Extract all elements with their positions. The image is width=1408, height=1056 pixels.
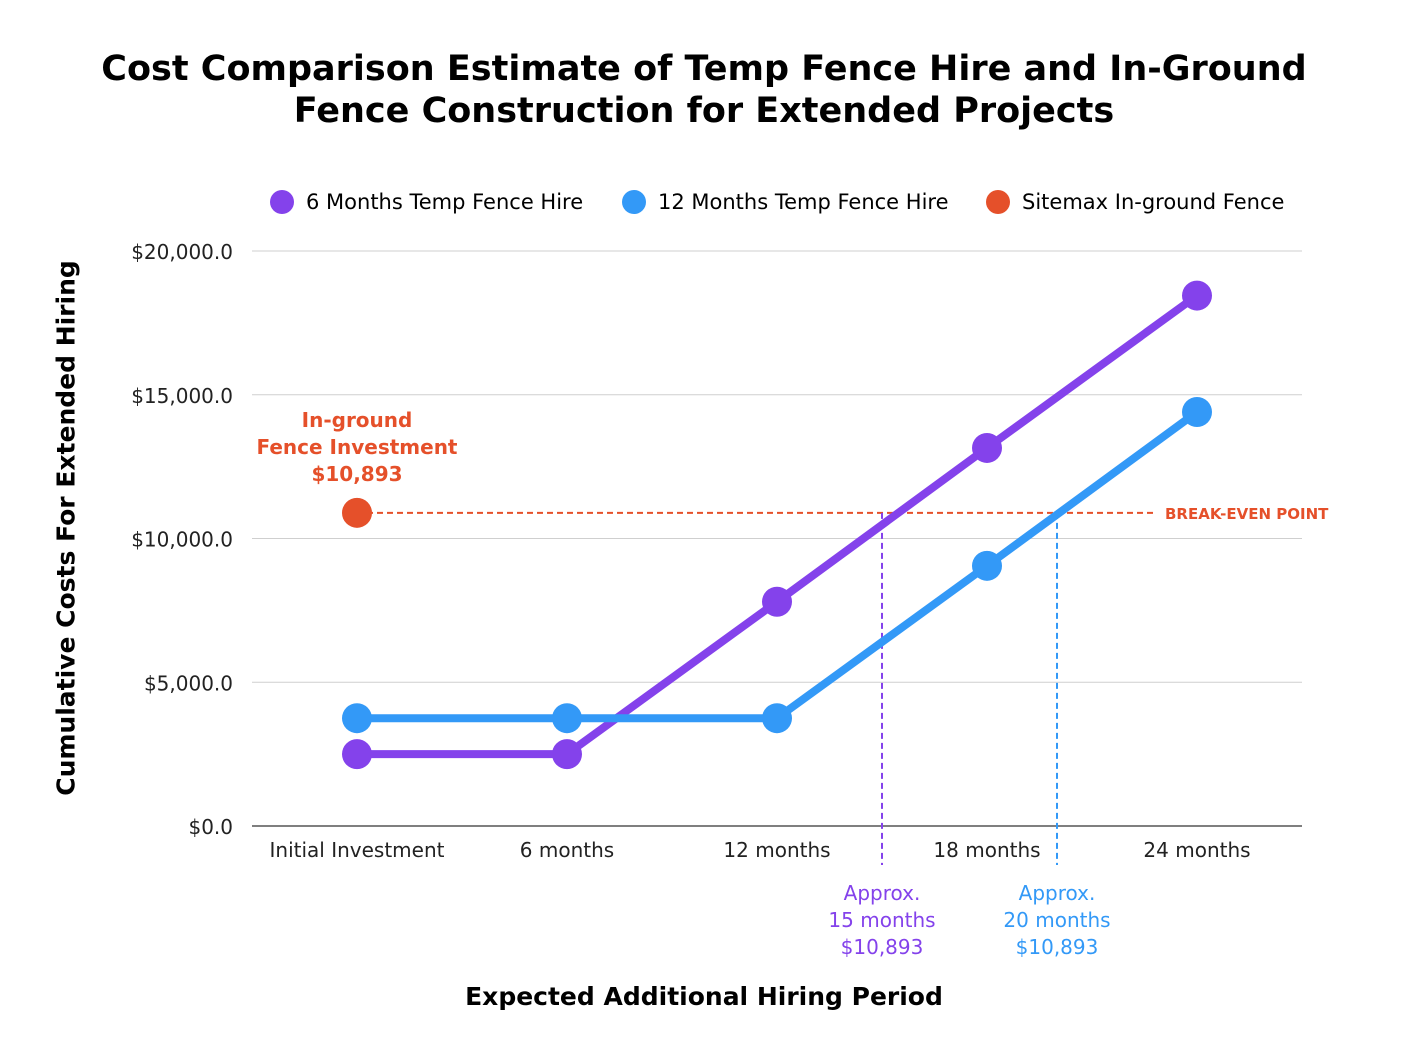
y-tick-label: $5,000.0 [144, 671, 233, 695]
chart-title-line-2: Fence Construction for Extended Projects [293, 91, 1115, 131]
data-point [1182, 397, 1212, 427]
crossing-label: Approx. [1019, 881, 1096, 905]
x-tick-label: Initial Investment [270, 838, 445, 862]
data-point [762, 703, 792, 734]
y-tick-label: $10,000.0 [131, 528, 233, 552]
legend: 6 Months Temp Fence Hire 12 Months Temp … [0, 190, 1408, 224]
x-tick-label: 12 months [723, 838, 830, 862]
y-tick-label: $15,000.0 [131, 384, 233, 408]
legend-label-in-ground: Sitemax In-ground Fence [1022, 190, 1285, 214]
data-point [342, 703, 372, 734]
x-axis-label: Expected Additional Hiring Period [465, 982, 943, 1011]
x-tick-label: 18 months [933, 838, 1040, 862]
y-tick-label: $0.0 [188, 815, 233, 839]
legend-marker-6-months [270, 190, 294, 214]
y-tick-label: $20,000.0 [131, 240, 233, 264]
crossing-label: 20 months [1003, 908, 1110, 932]
crossing-label: $10,893 [1016, 935, 1099, 959]
legend-item-6-months: 6 Months Temp Fence Hire [270, 190, 583, 214]
data-point [1182, 280, 1212, 311]
data-point [972, 432, 1002, 463]
data-point [552, 703, 582, 734]
data-point [342, 497, 372, 528]
legend-marker-12-months [622, 190, 646, 214]
x-tick-label: 24 months [1143, 838, 1250, 862]
series-line [353, 408, 1201, 723]
data-point [762, 586, 792, 617]
data-point [342, 739, 372, 770]
legend-marker-in-ground [986, 190, 1010, 214]
crossing-label: Approx. [844, 881, 921, 905]
investment-label: In-ground [302, 408, 413, 432]
chart-title: Cost Comparison Estimate of Temp Fence H… [0, 48, 1408, 132]
investment-label: $10,893 [311, 462, 402, 486]
break-even-label: BREAK-EVEN POINT [1165, 505, 1329, 523]
investment-label: Fence Investment [257, 435, 458, 459]
data-point [552, 739, 582, 770]
series-line [353, 291, 1201, 759]
legend-item-12-months: 12 Months Temp Fence Hire [622, 190, 949, 214]
legend-label-12-months: 12 Months Temp Fence Hire [658, 190, 949, 214]
data-point [972, 550, 1002, 581]
chart-title-line-1: Cost Comparison Estimate of Temp Fence H… [101, 49, 1307, 89]
legend-item-in-ground: Sitemax In-ground Fence [986, 190, 1284, 214]
legend-label-6-months: 6 Months Temp Fence Hire [306, 190, 584, 214]
x-tick-label: 6 months [520, 838, 614, 862]
crossing-label: 15 months [828, 908, 935, 932]
crossing-label: $10,893 [841, 935, 924, 959]
